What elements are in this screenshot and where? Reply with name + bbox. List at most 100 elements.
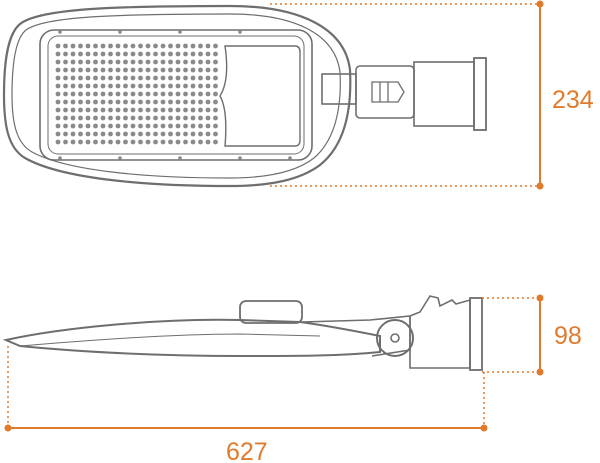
led-dot [160,99,166,105]
frame-screw [178,30,182,34]
led-dot [168,107,173,113]
led-dot [168,67,173,73]
led-dot [100,123,106,129]
led-dot [123,51,128,57]
led-dot [183,51,188,57]
led-dot [123,43,128,49]
led-dot [130,67,136,73]
led-dot [70,115,76,121]
side-driver-box [239,300,303,324]
housing-outline [2,4,352,188]
led-dot [213,59,218,65]
led-dot [78,59,83,65]
led-dot [78,99,83,105]
led-dot [108,75,113,81]
led-dot [198,107,203,113]
led-dot [213,75,218,81]
height-dimension-label: 98 [554,322,582,350]
led-dot [183,67,188,73]
led-dot [115,107,121,113]
led-dot [213,51,218,57]
led-dot [108,123,113,129]
led-dot [100,99,106,105]
led-dot [63,51,68,57]
led-dot [130,43,136,49]
led-dot [55,59,61,65]
led-dot [108,43,113,49]
led-dot [55,91,61,97]
led-dot [93,139,98,145]
led-dot [78,139,83,145]
led-dot [130,115,136,121]
led-dot [205,123,211,129]
adaptor-clamp [413,61,475,127]
led-dot [123,139,128,145]
led-dot [123,91,128,97]
led-dot [123,59,128,65]
led-dot [160,75,166,81]
led-dot [115,123,121,129]
led-dot [123,115,128,121]
led-dot [145,99,151,105]
led-dot [175,51,181,57]
led-dot [153,123,158,129]
led-dot [130,75,136,81]
led-dot [190,107,196,113]
led-dot [145,67,151,73]
frame-screw [118,30,122,34]
led-dot [213,43,218,49]
led-dot [70,131,76,137]
led-dot [198,99,203,105]
led-dot [153,43,158,49]
led-dot [70,67,76,73]
adaptor-collar [355,65,415,119]
led-dot [70,43,76,49]
led-dot [168,123,173,129]
led-dot [145,59,151,65]
led-dot [108,131,113,137]
led-dot [123,75,128,81]
led-dot [168,115,173,121]
led-dot [130,99,136,105]
frame-screw [58,30,62,34]
led-dot [160,131,166,137]
led-dot [190,139,196,145]
led-dot [145,139,151,145]
frame-screw [238,156,242,160]
width-dimension-label: 234 [552,86,594,114]
led-dot [70,139,76,145]
led-dot [160,43,166,49]
led-dot [153,75,158,81]
led-dot [138,67,143,73]
led-dot [130,107,136,113]
led-dot [70,59,76,65]
led-dot [183,99,188,105]
led-dot [63,107,68,113]
led-dot [63,131,68,137]
led-dot [175,107,181,113]
led-dot [145,107,151,113]
led-dot [160,115,166,121]
led-dot [205,107,211,113]
led-dot [93,123,98,129]
led-dot [168,131,173,137]
led-dot [175,67,181,73]
led-dot [138,51,143,57]
led-dot [123,99,128,105]
led-dot [93,59,98,65]
led-dot [85,99,91,105]
led-dot [145,91,151,97]
side-view [2,295,483,371]
led-dot [70,91,76,97]
led-dot [115,43,121,49]
led-dot [100,59,106,65]
led-dot [55,107,61,113]
led-dot [130,83,136,89]
led-dot [153,99,158,105]
led-dot [55,115,61,121]
side-pivot-outer [376,319,414,357]
led-dot [63,75,68,81]
led-dot [100,75,106,81]
side-housing [2,318,381,358]
